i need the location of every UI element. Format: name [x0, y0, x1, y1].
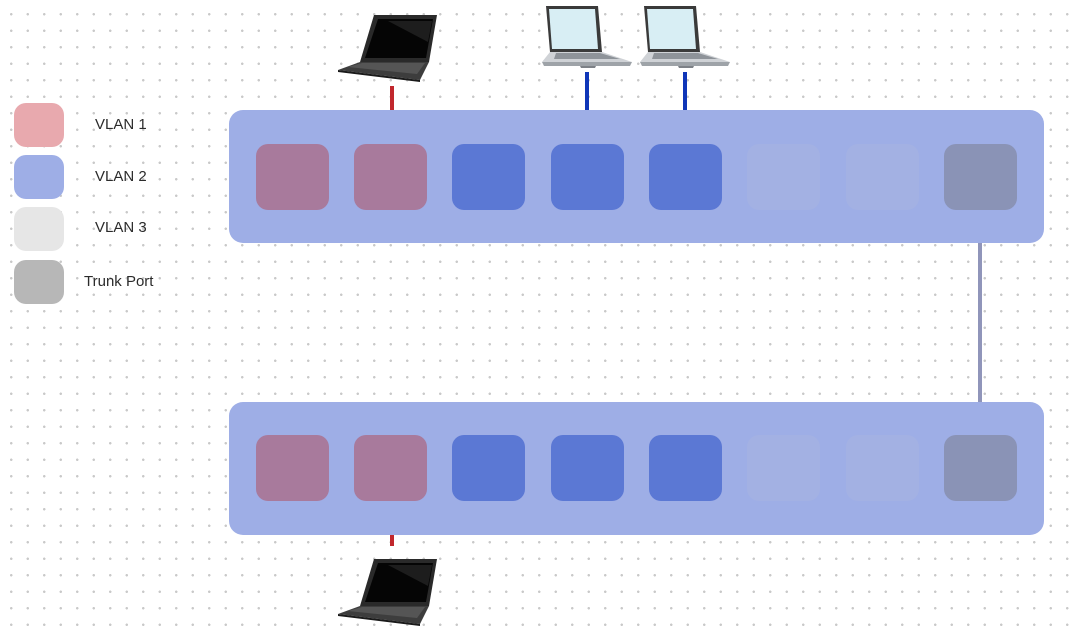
cable-vlan2-top-2	[683, 72, 687, 144]
laptop-icon[interactable]	[336, 12, 440, 84]
switch-1-port-5[interactable]	[649, 144, 722, 210]
switch-2	[229, 402, 1044, 535]
legend-swatch-vlan1	[14, 103, 64, 147]
cable-vlan2-top-1	[585, 72, 589, 144]
legend-label-trunk: Trunk Port	[84, 273, 154, 290]
laptop-icon[interactable]	[638, 4, 732, 72]
switch-1-port-6[interactable]	[747, 144, 820, 210]
switch-2-port-4[interactable]	[551, 435, 624, 501]
legend-swatch-vlan2	[14, 155, 64, 199]
laptop-icon[interactable]	[336, 556, 440, 628]
switch-2-port-6[interactable]	[747, 435, 820, 501]
switch-1-port-8-trunk[interactable]	[944, 144, 1017, 210]
legend-swatch-vlan3	[14, 207, 64, 251]
switch-2-port-5[interactable]	[649, 435, 722, 501]
switch-1-port-7[interactable]	[846, 144, 919, 210]
trunk-cable	[978, 209, 982, 437]
switch-2-port-8-trunk[interactable]	[944, 435, 1017, 501]
legend-label-vlan2: VLAN 2	[95, 168, 147, 185]
switch-2-port-2[interactable]	[354, 435, 427, 501]
switch-1-port-4[interactable]	[551, 144, 624, 210]
legend-label-vlan1: VLAN 1	[95, 116, 147, 133]
switch-1-port-3[interactable]	[452, 144, 525, 210]
switch-2-port-7[interactable]	[846, 435, 919, 501]
legend-swatch-trunk	[14, 260, 64, 304]
legend-label-vlan3: VLAN 3	[95, 219, 147, 236]
laptop-icon[interactable]	[540, 4, 634, 72]
switch-1-port-2[interactable]	[354, 144, 427, 210]
switch-2-port-1[interactable]	[256, 435, 329, 501]
switch-1	[229, 110, 1044, 243]
switch-2-port-3[interactable]	[452, 435, 525, 501]
switch-1-port-1[interactable]	[256, 144, 329, 210]
